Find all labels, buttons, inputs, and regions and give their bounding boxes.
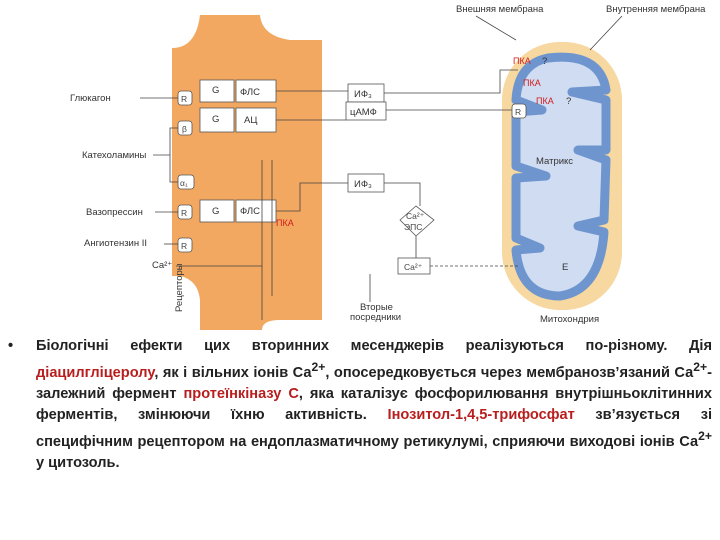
outer-membrane-label: Внешняя мембрана <box>456 4 544 15</box>
caption-p4: -залежний фермент <box>36 364 712 402</box>
second-messengers-label-2: посредники <box>350 312 401 323</box>
svg-text:Ca²⁺: Ca²⁺ <box>404 262 423 272</box>
pka-label-3: ПКА <box>536 96 554 106</box>
svg-text:G: G <box>212 85 219 96</box>
mitochondrion-label: Митохондрия <box>540 314 599 325</box>
svg-text:ИФ₃: ИФ₃ <box>354 89 372 100</box>
svg-text:ФЛС: ФЛС <box>240 87 260 98</box>
svg-text:R: R <box>181 241 187 251</box>
plc-2: ФЛС <box>235 199 277 223</box>
g-protein-2: G <box>199 107 235 133</box>
receptor-angiotensin: R <box>177 237 193 253</box>
enzyme-e-label: E <box>562 262 568 273</box>
receptor-beta: β <box>177 120 193 136</box>
caption-p3: , опосередковується через мембранозв’яза… <box>325 364 694 381</box>
ip3-box-2: ИФ₃ <box>347 173 385 193</box>
svg-text:ИФ₃: ИФ₃ <box>354 179 372 190</box>
inner-membrane-label: Внутренняя мембрана <box>606 4 706 15</box>
caption-p1: Біологічні ефекти цих вторинних месендже… <box>36 338 712 354</box>
caption-p5: , яка каталізує фосфорилювання внутрішнь… <box>36 385 712 423</box>
pka-label-2: ПКА <box>523 78 541 88</box>
g-protein-3: G <box>199 199 235 223</box>
angiotensin-label: Ангиотензин II <box>84 238 147 249</box>
caption-p2: , як і вільних іонів Са <box>154 364 312 381</box>
ca-box: Ca²⁺ <box>397 257 431 275</box>
ca-eps-box: Ca²⁺ ЭПС <box>399 205 435 237</box>
svg-text:Ca²⁺: Ca²⁺ <box>406 211 425 221</box>
svg-text:R: R <box>181 208 187 218</box>
svg-text:β: β <box>182 124 187 134</box>
adenylate-cyclase: АЦ <box>235 107 277 133</box>
svg-text:АЦ: АЦ <box>244 115 257 126</box>
caption-paragraph: • Біологічні ефекти цих вторинних месенд… <box>8 336 712 474</box>
caption-p7: у цитозоль. <box>36 454 120 471</box>
svg-text:G: G <box>212 114 219 125</box>
cell-membrane <box>172 15 322 330</box>
camp-box: цАМФ <box>345 101 387 121</box>
sup-1: 2+ <box>311 360 326 374</box>
svg-text:цАМФ: цАМФ <box>350 107 377 118</box>
g-protein-1: G <box>199 79 235 103</box>
sup-2: 2+ <box>693 360 708 374</box>
glucagon-label: Глюкагон <box>70 93 111 104</box>
svg-text:R: R <box>515 107 521 117</box>
receptor-vasopressin: R <box>177 204 193 220</box>
receptors-label: Рецепторы <box>174 263 185 312</box>
svg-text:α₁: α₁ <box>180 178 188 188</box>
mitochondrion-cristae <box>511 52 611 301</box>
receptor-alpha1: α₁ <box>177 174 195 190</box>
question-2: ? <box>566 96 571 107</box>
ca-left-label: Ca²⁺ <box>152 260 172 271</box>
pka-label-4: ПКА <box>276 218 294 228</box>
ip3-term: Інозитол-1,4,5-трифосфат <box>387 406 575 423</box>
sup-3: 2+ <box>698 428 712 443</box>
bullet: • <box>8 338 14 354</box>
caption-p6: зв’язується зі специфічним рецептором на… <box>36 406 712 450</box>
mito-receptor: R <box>511 103 527 119</box>
receptor-glucagon: R <box>177 90 193 106</box>
plc-1: ФЛС <box>235 79 277 103</box>
pka-label-1: ПКА <box>513 56 531 66</box>
svg-text:R: R <box>181 94 187 104</box>
matrix-label: Матрикс <box>536 156 573 167</box>
question-1: ? <box>542 56 547 67</box>
pkc-term: протеїнкіназу С <box>183 385 299 402</box>
ip3-box-1: ИФ₃ <box>347 83 385 103</box>
catecholamines-label: Катехоламины <box>82 150 147 161</box>
signaling-diagram: R β α₁ R R G ФЛС G АЦ G ФЛС Глюкагон <box>70 4 706 330</box>
svg-text:ФЛС: ФЛС <box>240 206 260 217</box>
svg-text:ЭПС: ЭПС <box>404 222 422 232</box>
second-messengers-label-1: Вторые <box>360 302 393 313</box>
svg-text:G: G <box>212 206 219 217</box>
dag-term: діацилгліцеролу <box>36 364 155 381</box>
vasopressin-label: Вазопрессин <box>86 207 143 218</box>
